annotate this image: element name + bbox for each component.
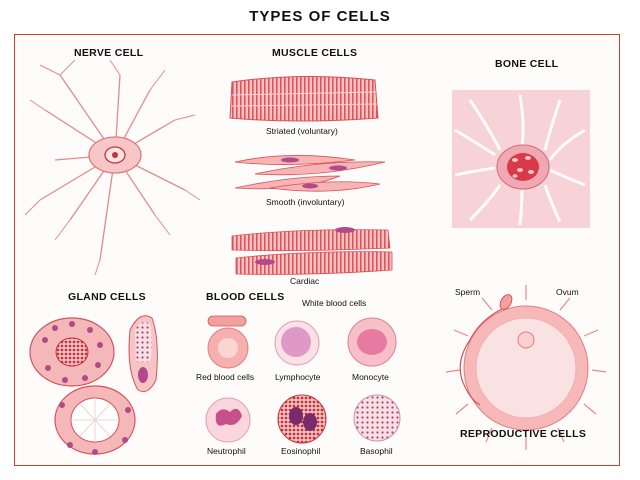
sperm-drawing bbox=[459, 294, 513, 406]
bone-cell-drawing bbox=[452, 90, 590, 228]
basophil-label: Basophil bbox=[360, 446, 393, 456]
ovum-label: Ovum bbox=[556, 287, 579, 297]
white-blood-cells-label: White blood cells bbox=[302, 298, 367, 308]
striated-muscle-drawing bbox=[229, 75, 379, 122]
muscle-cells-heading: MUSCLE CELLS bbox=[272, 47, 358, 59]
cardiac-label: Cardiac bbox=[290, 276, 320, 286]
page-title: TYPES OF CELLS bbox=[249, 8, 391, 25]
lymphocyte-label: Lymphocyte bbox=[275, 372, 321, 382]
blood-cells-heading: BLOOD CELLS bbox=[206, 291, 285, 303]
gland-cells-heading: GLAND CELLS bbox=[68, 291, 146, 303]
neutrophil-label: Neutrophil bbox=[207, 446, 246, 456]
smooth-label: Smooth (involuntary) bbox=[266, 197, 345, 207]
nerve-cell-drawing bbox=[24, 59, 201, 276]
reproductive-cells-heading: REPRODUCTIVE CELLS bbox=[460, 428, 587, 440]
monocyte-label: Monocyte bbox=[352, 372, 389, 382]
red-blood-cells-label: Red blood cells bbox=[196, 372, 255, 382]
striated-label: Striated (voluntary) bbox=[266, 126, 338, 136]
bone-cell-heading: BONE CELL bbox=[495, 58, 559, 70]
basophil-drawing bbox=[353, 394, 401, 442]
lymphocyte-drawing bbox=[274, 320, 320, 366]
monocyte-drawing bbox=[347, 317, 397, 367]
gland-cells-drawing bbox=[29, 315, 158, 455]
cardiac-muscle-drawing bbox=[231, 227, 393, 275]
eosinophil-label: Eosinophil bbox=[281, 446, 321, 456]
red-blood-cells-drawing bbox=[207, 315, 249, 369]
smooth-muscle-drawing bbox=[234, 155, 386, 192]
neutrophil-drawing bbox=[205, 397, 251, 443]
sperm-label: Sperm bbox=[455, 287, 481, 297]
eosinophil-drawing bbox=[277, 394, 327, 444]
nerve-cell-heading: NERVE CELL bbox=[74, 47, 144, 59]
ovum-drawing bbox=[445, 285, 607, 450]
